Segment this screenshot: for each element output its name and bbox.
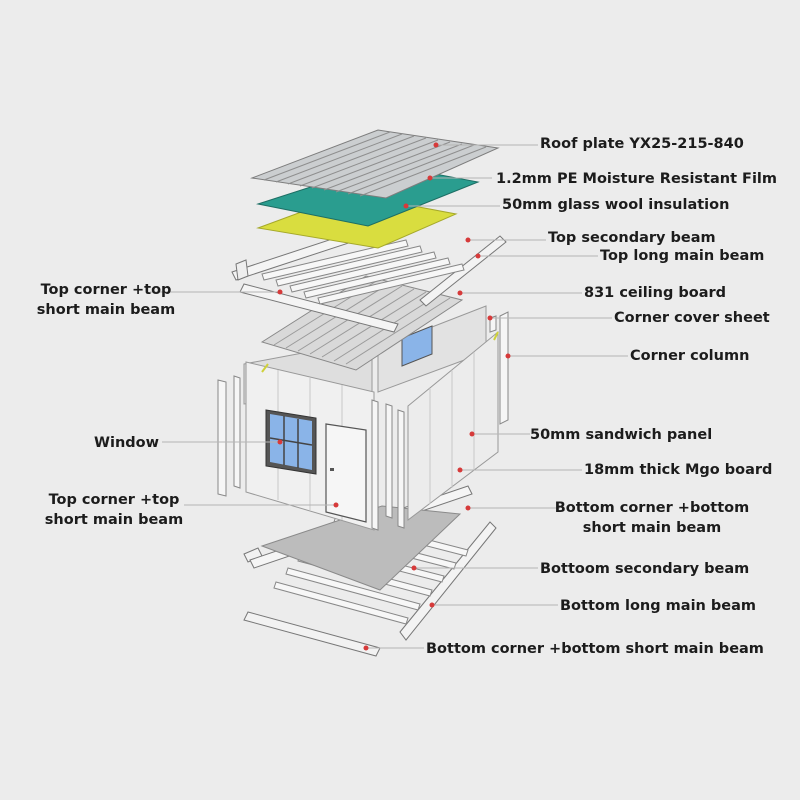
label-bottom-corner-full: Bottom corner +bottom short main beam: [426, 641, 764, 657]
top-secondary-beams: [261, 239, 465, 305]
top-short-main-beam-front: [239, 283, 399, 333]
marker-dots: [277, 142, 511, 651]
label-glass-wool: 50mm glass wool insulation: [502, 197, 730, 213]
top-frame: [231, 221, 507, 333]
label-top-secondary-beam: Top secondary beam: [548, 230, 716, 246]
label-corner-column: Corner column: [630, 348, 750, 364]
label-bottom-long-main-beam: Bottom long main beam: [560, 598, 757, 614]
leader-lines: [150, 144, 628, 649]
label-roof-plate: Roof plate YX25-215-840: [540, 136, 744, 152]
bottom-short-main-beam: [243, 611, 381, 657]
top-corner-piece: [235, 259, 249, 281]
label-bottom-corner-short-main-beam: Bottom corner +bottom short main beam: [554, 500, 750, 536]
label-bottom-secondary-beam: Bottoom secondary beam: [540, 561, 750, 577]
label-mgo-board: 18mm thick Mgo board: [584, 462, 773, 478]
label-window: Window: [94, 435, 160, 451]
label-top-long-main-beam: Top long main beam: [600, 248, 765, 264]
walls: [243, 305, 499, 531]
label-corner-cover-sheet: Corner cover sheet: [614, 310, 770, 326]
door: [325, 423, 367, 523]
corner-columns: [217, 311, 509, 531]
label-pe-film: 1.2mm PE Moisture Resistant Film: [496, 171, 778, 187]
bottom-long-main-beam-right: [399, 521, 497, 641]
label-top-corner-short-main-beam: Top corner +top short main beam: [36, 282, 176, 318]
back-window: [401, 325, 433, 367]
label-top-corner-short-main-beam-lower: Top corner +top short main beam: [44, 492, 184, 528]
label-ceiling-board: 831 ceiling board: [584, 285, 727, 301]
label-sandwich-panel: 50mm sandwich panel: [530, 427, 713, 443]
top-long-main-beam-right: [419, 235, 507, 307]
